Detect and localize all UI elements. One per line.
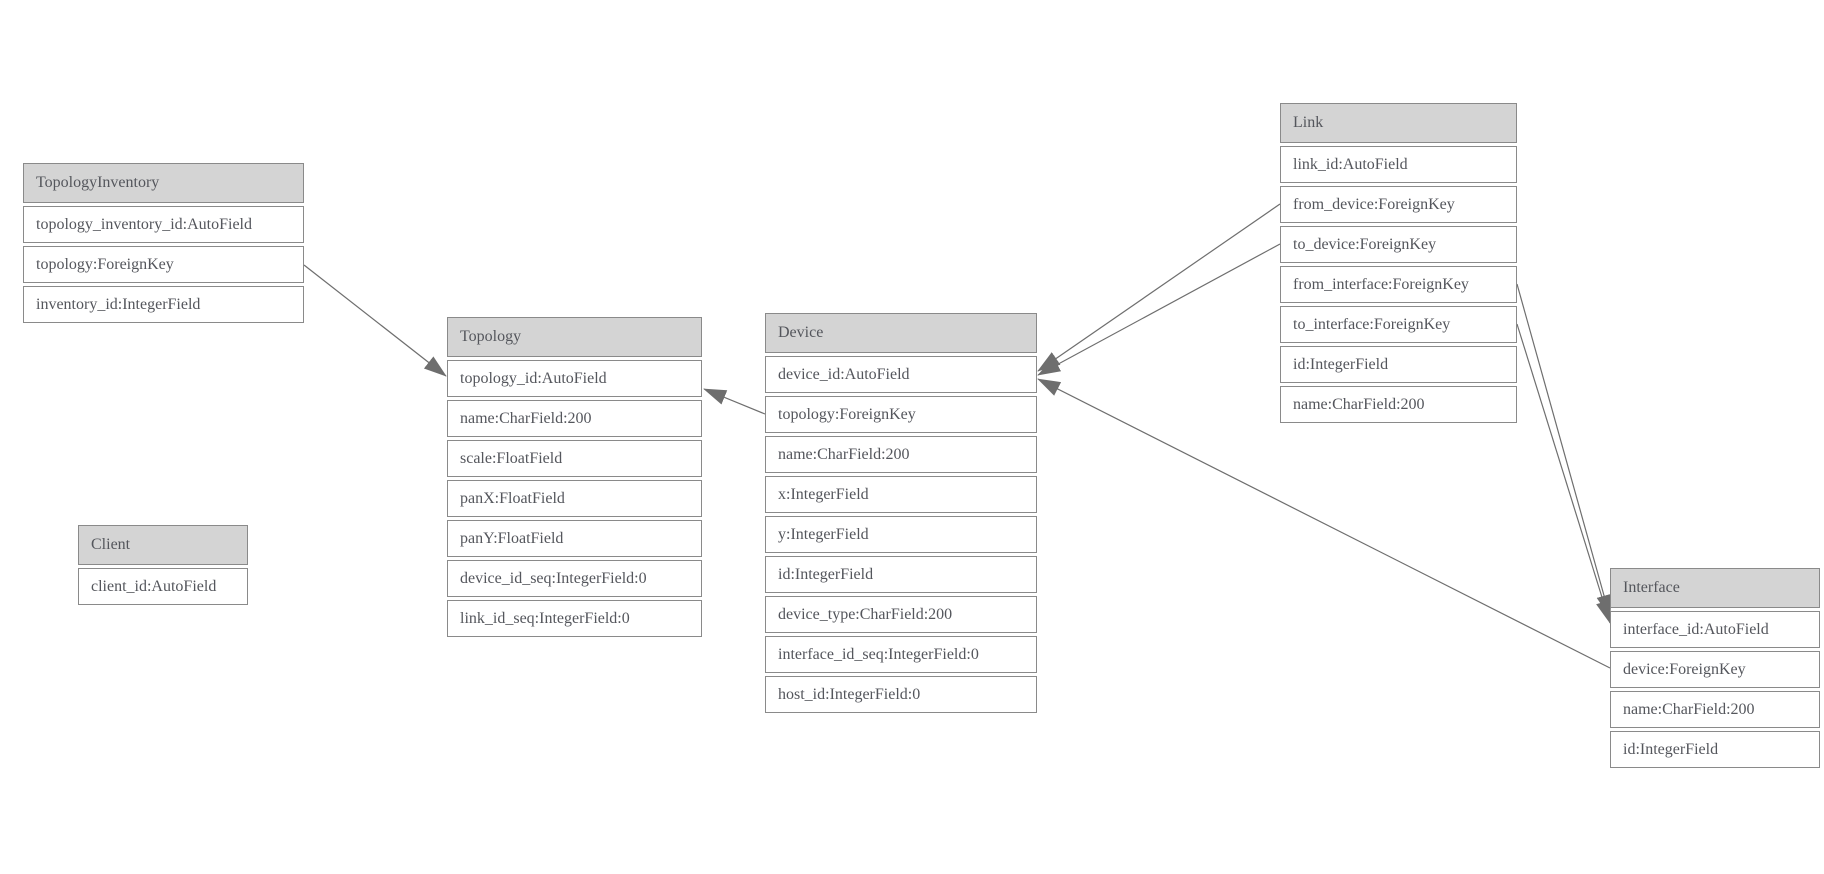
entity-device-field-0: device_id:AutoField bbox=[765, 356, 1037, 393]
entity-topology-inventory-field-2: inventory_id:IntegerField bbox=[23, 286, 304, 323]
entity-topology-field-4: panY:FloatField bbox=[447, 520, 702, 557]
entity-link-field-4: to_interface:ForeignKey bbox=[1280, 306, 1517, 343]
entity-device-field-8: host_id:IntegerField:0 bbox=[765, 676, 1037, 713]
entity-link-field-5: id:IntegerField bbox=[1280, 346, 1517, 383]
edge-device-topology-to-topology-id bbox=[703, 388, 766, 415]
entity-device-field-1: topology:ForeignKey bbox=[765, 396, 1037, 433]
entity-link-field-2: to_device:ForeignKey bbox=[1280, 226, 1517, 263]
entity-topology-field-1: name:CharField:200 bbox=[447, 400, 702, 437]
entity-device-field-2: name:CharField:200 bbox=[765, 436, 1037, 473]
entity-client-field-0: client_id:AutoField bbox=[78, 568, 248, 605]
entity-topology-inventory-field-1: topology:ForeignKey bbox=[23, 246, 304, 283]
edge-link-to-interface-to-interface-id bbox=[1516, 323, 1611, 624]
edge-link-to-device-to-device-id bbox=[1037, 243, 1281, 376]
entity-interface-field-3: id:IntegerField bbox=[1610, 731, 1820, 768]
entity-link-title: Link bbox=[1280, 103, 1517, 143]
entity-device-field-6: device_type:CharField:200 bbox=[765, 596, 1037, 633]
entity-client-title: Client bbox=[78, 525, 248, 565]
entity-device-field-5: id:IntegerField bbox=[765, 556, 1037, 593]
entity-device-field-3: x:IntegerField bbox=[765, 476, 1037, 513]
entity-interface-field-2: name:CharField:200 bbox=[1610, 691, 1820, 728]
entity-topology-field-0: topology_id:AutoField bbox=[447, 360, 702, 397]
entity-link-field-3: from_interface:ForeignKey bbox=[1280, 266, 1517, 303]
entity-topology-title: Topology bbox=[447, 317, 702, 357]
entity-topology-inventory-title: TopologyInventory bbox=[23, 163, 304, 203]
entity-link-field-0: link_id:AutoField bbox=[1280, 146, 1517, 183]
entity-device-field-4: y:IntegerField bbox=[765, 516, 1037, 553]
entity-device-field-7: interface_id_seq:IntegerField:0 bbox=[765, 636, 1037, 673]
edge-topologyinventory-topology-to-topology-id bbox=[303, 264, 447, 377]
entity-topology-field-3: panX:FloatField bbox=[447, 480, 702, 517]
entity-topology-field-5: device_id_seq:IntegerField:0 bbox=[447, 560, 702, 597]
entity-link-field-1: from_device:ForeignKey bbox=[1280, 186, 1517, 223]
edge-link-from-interface-to-interface-id bbox=[1516, 283, 1612, 618]
entity-topology-field-2: scale:FloatField bbox=[447, 440, 702, 477]
entity-device-title: Device bbox=[765, 313, 1037, 353]
entity-interface-title: Interface bbox=[1610, 568, 1820, 608]
entity-topology-field-6: link_id_seq:IntegerField:0 bbox=[447, 600, 702, 637]
edge-link-from-device-to-device-id bbox=[1037, 203, 1281, 372]
entity-interface-field-1: device:ForeignKey bbox=[1610, 651, 1820, 688]
entity-topology-inventory-field-0: topology_inventory_id:AutoField bbox=[23, 206, 304, 243]
entity-interface-field-0: interface_id:AutoField bbox=[1610, 611, 1820, 648]
entity-link-field-6: name:CharField:200 bbox=[1280, 386, 1517, 423]
